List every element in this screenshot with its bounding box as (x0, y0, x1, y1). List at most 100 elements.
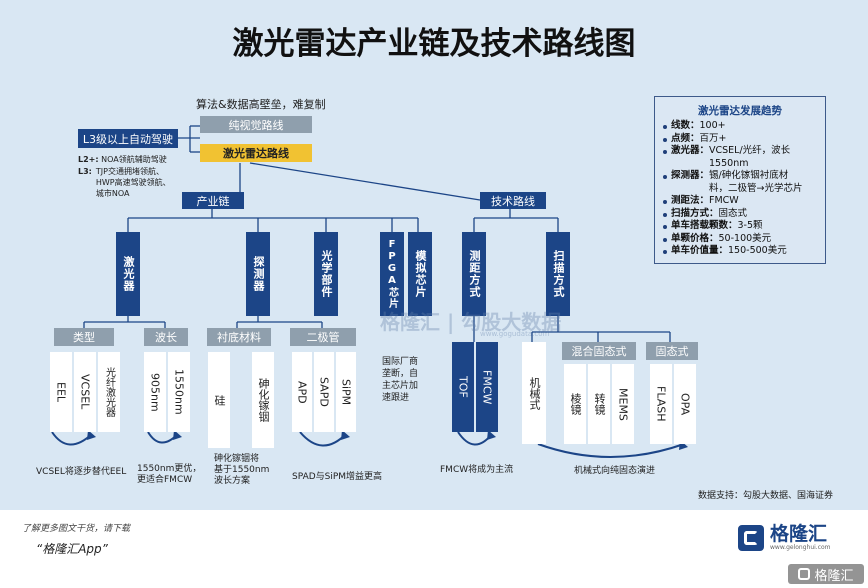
scan-item-mems: MEMS (612, 364, 634, 444)
lidar-route-label: 激光雷达路线 (223, 147, 289, 160)
ranging-box: 测距方式 (462, 232, 486, 316)
analog-chip-label: 模拟芯片 (414, 250, 427, 298)
trend-item-key: 线数： (671, 120, 700, 131)
substrate-header: 衬底材料 (207, 328, 271, 346)
wavelength-1550-label: 1550nm (172, 369, 186, 415)
trend-item: 单车搭载颗数：3-5颗 (663, 220, 817, 233)
diode-header-label: 二极管 (306, 331, 340, 344)
lidar-route-box: 激光雷达路线 (200, 144, 312, 162)
fpga-label: FPGA芯片 (386, 239, 398, 309)
type-item-eel: EEL (50, 352, 72, 432)
trend-item-value: 100+ (699, 120, 726, 131)
optics-box: 光学部件 (314, 232, 338, 316)
trend-item-key: 点频： (671, 132, 700, 144)
bullet-icon (663, 212, 667, 217)
wavelength-905-label: 905nm (148, 372, 162, 412)
bullet-icon (663, 200, 667, 204)
l3-key: L3: (78, 167, 92, 176)
tech-route-label: 技术路线 (491, 194, 535, 208)
page-title: 激光雷达产业链及技术路线图 (232, 26, 636, 62)
hybrid-header-label: 混合固态式 (571, 345, 627, 358)
industry-chain-box: 产业链 (182, 192, 244, 209)
wavelength-item-1550: 1550nm (168, 352, 190, 432)
trend-box: 激光雷达发展趋势 线数：100+点频：百万+激光器：VCSEL/光纤，波长 15… (654, 96, 826, 264)
type-header: 类型 (54, 328, 114, 346)
footer-logo[interactable]: 格隆汇 www.gelonghui.com (738, 524, 831, 551)
scan-item-opa: OPA (674, 364, 696, 444)
trend-item-value: 3-5颗 (737, 220, 763, 231)
diode-item-sipm: SiPM (336, 352, 356, 432)
scan-mems-label: MEMS (616, 387, 630, 421)
bullet-icon (663, 237, 667, 242)
bullet-icon (663, 250, 667, 254)
trend-title: 激光雷达发展趋势 (698, 105, 782, 117)
ranging-label: 测距方式 (468, 250, 481, 298)
trend-item-key: 探测器： (671, 170, 710, 181)
chip-note: 国际厂商 垄断，自 主芯片加 速跟进 (382, 357, 419, 403)
l3-text: TJP交通拥堵领航、 HWP高速驾驶领航、 城市NOA (95, 167, 171, 198)
pure-vision-box: 纯视觉路线 (200, 116, 312, 133)
bullet-icon (663, 225, 667, 229)
bullet-icon (663, 137, 667, 142)
trend-item: 单颗价格：50-100美元 (663, 233, 817, 246)
ranging-fmcw-label: FMCW (480, 369, 494, 405)
trend-item: 单车价值量：150-500美元 (663, 245, 817, 258)
trend-item-key: 单颗价格： (671, 232, 719, 244)
watermark: 格隆汇 | 勾股大数据 (380, 306, 561, 335)
type-header-label: 类型 (73, 331, 95, 344)
scan-prism-label: 棱镜 (569, 393, 582, 415)
diode-note: SPAD与SiPM增益更高 (292, 472, 383, 482)
substrate-item-ingaas: 砷化镓铟 (252, 352, 274, 448)
footer-logo-url: www.gelonghui.com (770, 544, 831, 551)
bullet-icon (663, 125, 667, 129)
ranging-item-fmcw: FMCW (476, 342, 498, 432)
logo-mark-icon (738, 524, 764, 551)
trend-item-value: FMCW (709, 195, 739, 206)
scan-item-rotating-mirror: 转镜 (588, 364, 610, 444)
wavelength-item-905: 905nm (144, 352, 166, 432)
trend-item: 线数：100+ (663, 120, 817, 133)
wavelength-header-label: 波长 (155, 331, 177, 344)
source-note: 数据支持：勾股大数据、国海证券 (698, 491, 834, 501)
type-item-fiber: 光纤激光器 (98, 352, 120, 432)
trend-item-value: VCSEL/光纤，波长 1550nm (709, 145, 791, 169)
scan-item-mechanical: 机械式 (522, 342, 546, 444)
l2-text: NOA领航辅助驾驶 (101, 155, 167, 164)
optics-label: 光学部件 (320, 250, 333, 298)
scanning-label: 扫描方式 (552, 250, 565, 298)
l3-note: L3: TJP交通拥堵领航、 HWP高速驾驶领航、 城市NOA (78, 166, 171, 199)
diode-header: 二极管 (290, 328, 356, 346)
trend-item: 激光器：VCSEL/光纤，波长 1550nm (663, 145, 817, 170)
scan-note: 机械式向纯固态演进 (574, 466, 656, 476)
type-fiber-label: 光纤激光器 (103, 367, 115, 417)
type-eel-label: EEL (54, 381, 68, 403)
scan-mechanical-label: 机械式 (528, 376, 541, 410)
scan-item-prism: 棱镜 (564, 364, 586, 444)
scan-rotating-mirror-label: 转镜 (593, 393, 606, 415)
substrate-item-si: 硅 (208, 352, 230, 448)
diode-sipm-label: SiPM (339, 378, 353, 406)
trend-item-value: 固态式 (718, 207, 748, 219)
trend-item-value: 百万+ (699, 132, 727, 144)
diagram-card: 激光雷达产业链及技术路线图 算法&数据高壁垒，难复制 纯视觉路线 激光雷达路线 … (0, 0, 868, 510)
corner-logo: 格隆汇 (788, 564, 864, 584)
analog-chip-box: 模拟芯片 (408, 232, 432, 316)
trend-item-key: 测距法： (671, 195, 710, 206)
solid-header: 固态式 (646, 342, 698, 360)
trend-item-key: 单车价值量： (671, 245, 729, 256)
ranging-item-tof: TOF (452, 342, 474, 432)
footer-logo-text: 格隆汇 (770, 523, 828, 545)
bullet-icon (663, 150, 667, 154)
footer-line2[interactable]: “格隆汇App” (36, 542, 108, 556)
fmcw-note: FMCW将成为主流 (440, 465, 514, 475)
l2-note: L2+: NOA领航辅助驾驶 (78, 154, 167, 165)
ranging-tof-label: TOF (456, 376, 470, 398)
type-vcsel-label: VCSEL (78, 374, 92, 410)
vcsel-note: VCSEL将逐步替代EEL (36, 467, 127, 477)
substrate-note: 砷化镓铟将 基于1550nm 波长方案 (214, 454, 270, 486)
trend-item: 点频：百万+ (663, 133, 817, 146)
l3-label: L3级以上自动驾驶 (82, 132, 174, 146)
scan-opa-label: OPA (678, 392, 692, 416)
scan-flash-label: FLASH (654, 386, 668, 422)
